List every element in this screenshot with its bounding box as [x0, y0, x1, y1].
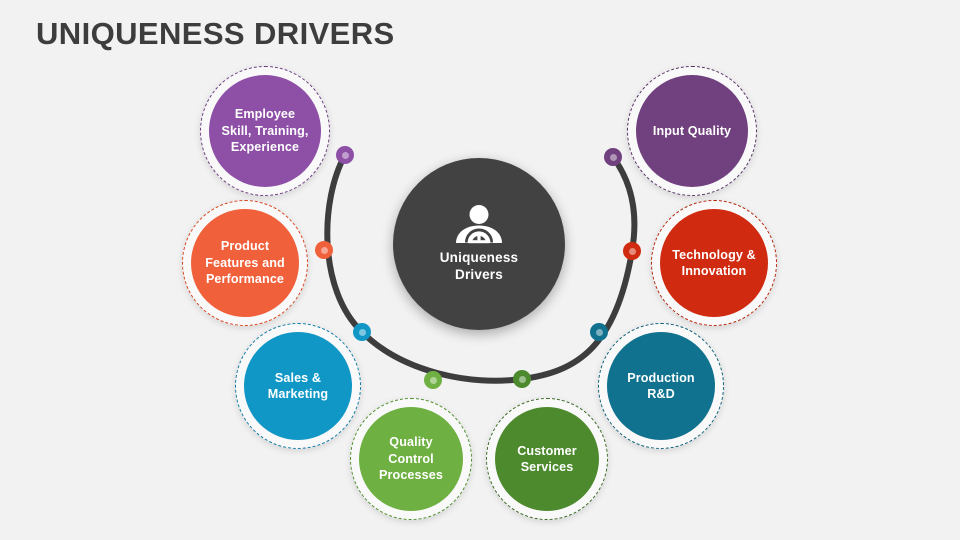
- node-customer-services[interactable]: Customer Services: [486, 398, 608, 520]
- dot-customer[interactable]: [513, 370, 531, 388]
- node-disc-sales-and-marketing[interactable]: Sales & Marketing: [244, 332, 352, 440]
- node-product-features-and-performance[interactable]: Product Features and Performance: [182, 200, 308, 326]
- dot-input[interactable]: [604, 148, 622, 166]
- node-label-sales-and-marketing: Sales & Marketing: [267, 370, 329, 401]
- dot-quality-inner: [429, 376, 437, 384]
- node-quality-control-processes[interactable]: Quality Control Processes: [350, 398, 472, 520]
- dot-technology-inner: [628, 247, 636, 255]
- node-disc-technology-and-innovation[interactable]: Technology & Innovation: [660, 209, 768, 317]
- dot-product[interactable]: [315, 241, 333, 259]
- node-label-input-quality: Input Quality: [652, 123, 732, 138]
- node-employee-skill-training-experience[interactable]: Employee Skill, Training, Experience: [200, 66, 330, 196]
- node-label-technology-and-innovation: Technology & Innovation: [672, 247, 756, 278]
- dot-production-inner: [595, 328, 603, 336]
- dot-product-inner: [320, 246, 328, 254]
- node-technology-and-innovation[interactable]: Technology & Innovation: [651, 200, 777, 326]
- node-disc-quality-control-processes[interactable]: Quality Control Processes: [359, 407, 463, 511]
- dot-production[interactable]: [590, 323, 608, 341]
- dot-customer-inner: [518, 375, 526, 383]
- dot-sales-inner: [358, 328, 366, 336]
- node-disc-input-quality[interactable]: Input Quality: [636, 75, 748, 187]
- node-label-quality-control-processes: Quality Control Processes: [379, 435, 443, 483]
- dot-input-inner: [609, 153, 617, 161]
- dot-quality[interactable]: [424, 371, 442, 389]
- node-sales-and-marketing[interactable]: Sales & Marketing: [235, 323, 361, 449]
- center-hub-label: Uniqueness Drivers: [439, 250, 519, 282]
- dot-employee-inner: [341, 151, 349, 159]
- node-label-customer-services: Customer Services: [517, 443, 577, 474]
- node-disc-employee-skill-training-experience[interactable]: Employee Skill, Training, Experience: [209, 75, 321, 187]
- node-label-production-rnd: Production R&D: [627, 370, 695, 401]
- node-disc-customer-services[interactable]: Customer Services: [495, 407, 599, 511]
- center-hub[interactable]: Uniqueness Drivers: [393, 158, 565, 330]
- node-label-product-features-and-performance: Product Features and Performance: [205, 239, 285, 287]
- dot-sales[interactable]: [353, 323, 371, 341]
- node-disc-production-rnd[interactable]: Production R&D: [607, 332, 715, 440]
- page-title: UNIQUENESS DRIVERS: [36, 16, 395, 51]
- dot-technology[interactable]: [623, 242, 641, 260]
- node-production-rnd[interactable]: Production R&D: [598, 323, 724, 449]
- dot-employee[interactable]: [336, 146, 354, 164]
- person-steering-wheel-icon: [456, 205, 502, 247]
- node-input-quality[interactable]: Input Quality: [627, 66, 757, 196]
- node-disc-product-features-and-performance[interactable]: Product Features and Performance: [191, 209, 299, 317]
- node-label-employee-skill-training-experience: Employee Skill, Training, Experience: [221, 107, 309, 155]
